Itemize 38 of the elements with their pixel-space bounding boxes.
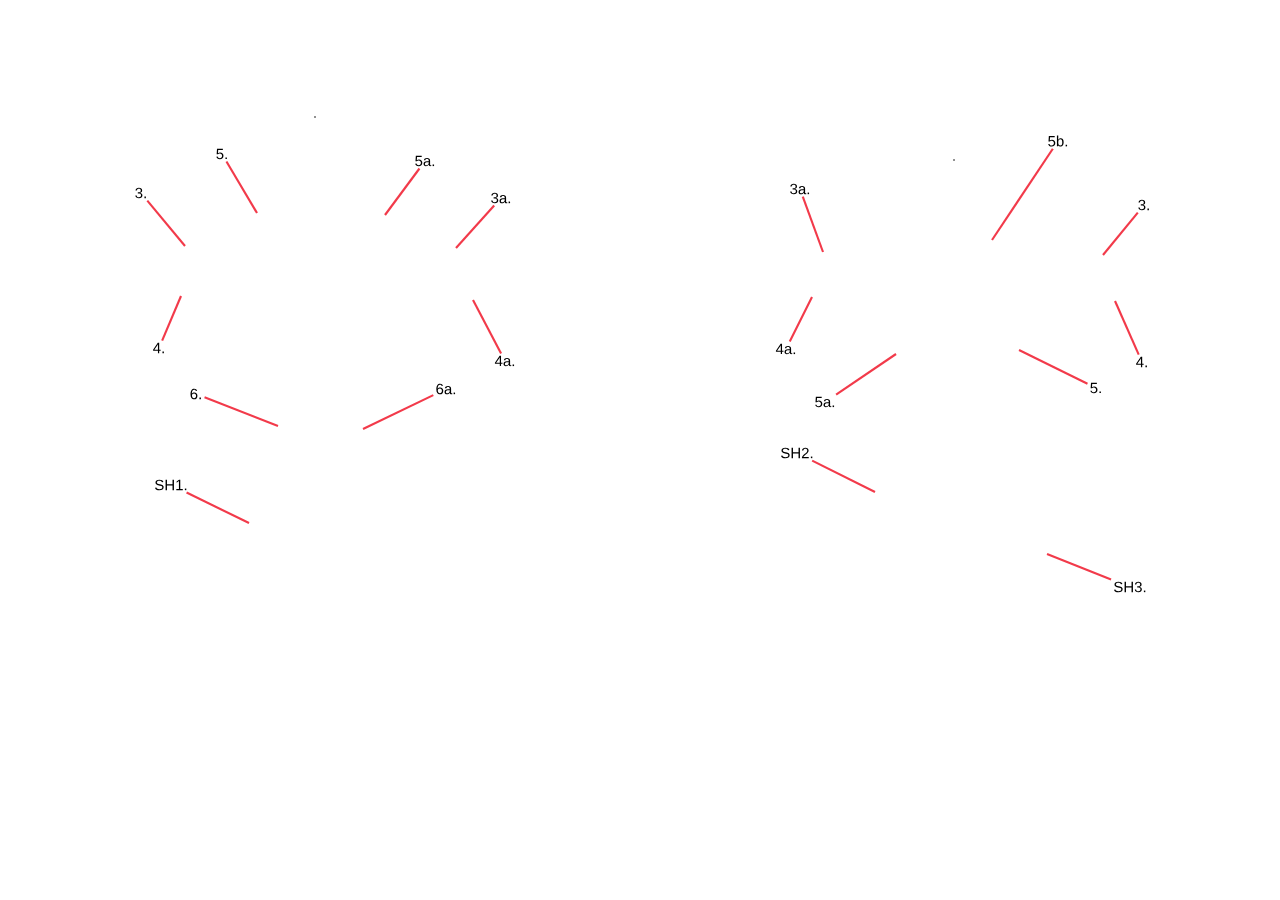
leader-line (1114, 300, 1140, 355)
leader-line (186, 491, 250, 524)
leader-line (788, 296, 813, 342)
callout-number: 5. (1090, 382, 1101, 394)
callout-number: 4. (153, 342, 164, 354)
callout-number: 3a. (790, 183, 810, 195)
leader-line (811, 459, 876, 493)
leader-line (801, 196, 824, 253)
callout-number: 5. (216, 148, 227, 160)
leader-line (146, 199, 186, 247)
leader-line (1018, 349, 1088, 385)
leader-line (384, 167, 421, 216)
callout-number: 3. (1138, 199, 1149, 211)
callout-number: SH3. (1114, 581, 1146, 593)
callout-number: SH1. (155, 479, 187, 491)
dot: . (314, 116, 316, 118)
callout-number: 6. (190, 388, 201, 400)
leader-line (455, 204, 495, 249)
callout-number: 4a. (494, 355, 515, 367)
callout-number: 5a. (415, 155, 435, 167)
callout-number: 5b. (1048, 135, 1068, 147)
callout-number: 5a. (815, 396, 835, 408)
leader-line (362, 394, 434, 430)
leader-line (161, 295, 182, 341)
callout-number: 4. (1136, 356, 1147, 368)
callout-number: SH2. (781, 447, 813, 459)
callout-number: 3. (135, 187, 146, 199)
callout-number: 4a. (775, 343, 796, 355)
leader-line (991, 148, 1054, 241)
leader-line (204, 396, 279, 427)
dot: . (953, 159, 955, 161)
leader-line (1102, 211, 1139, 256)
callout-number: 6a. (436, 383, 456, 395)
leader-line (1046, 553, 1112, 581)
leader-line (472, 299, 503, 354)
leader-line (225, 160, 258, 214)
leader-line (835, 353, 897, 396)
callout-number: 3a. (491, 192, 511, 204)
